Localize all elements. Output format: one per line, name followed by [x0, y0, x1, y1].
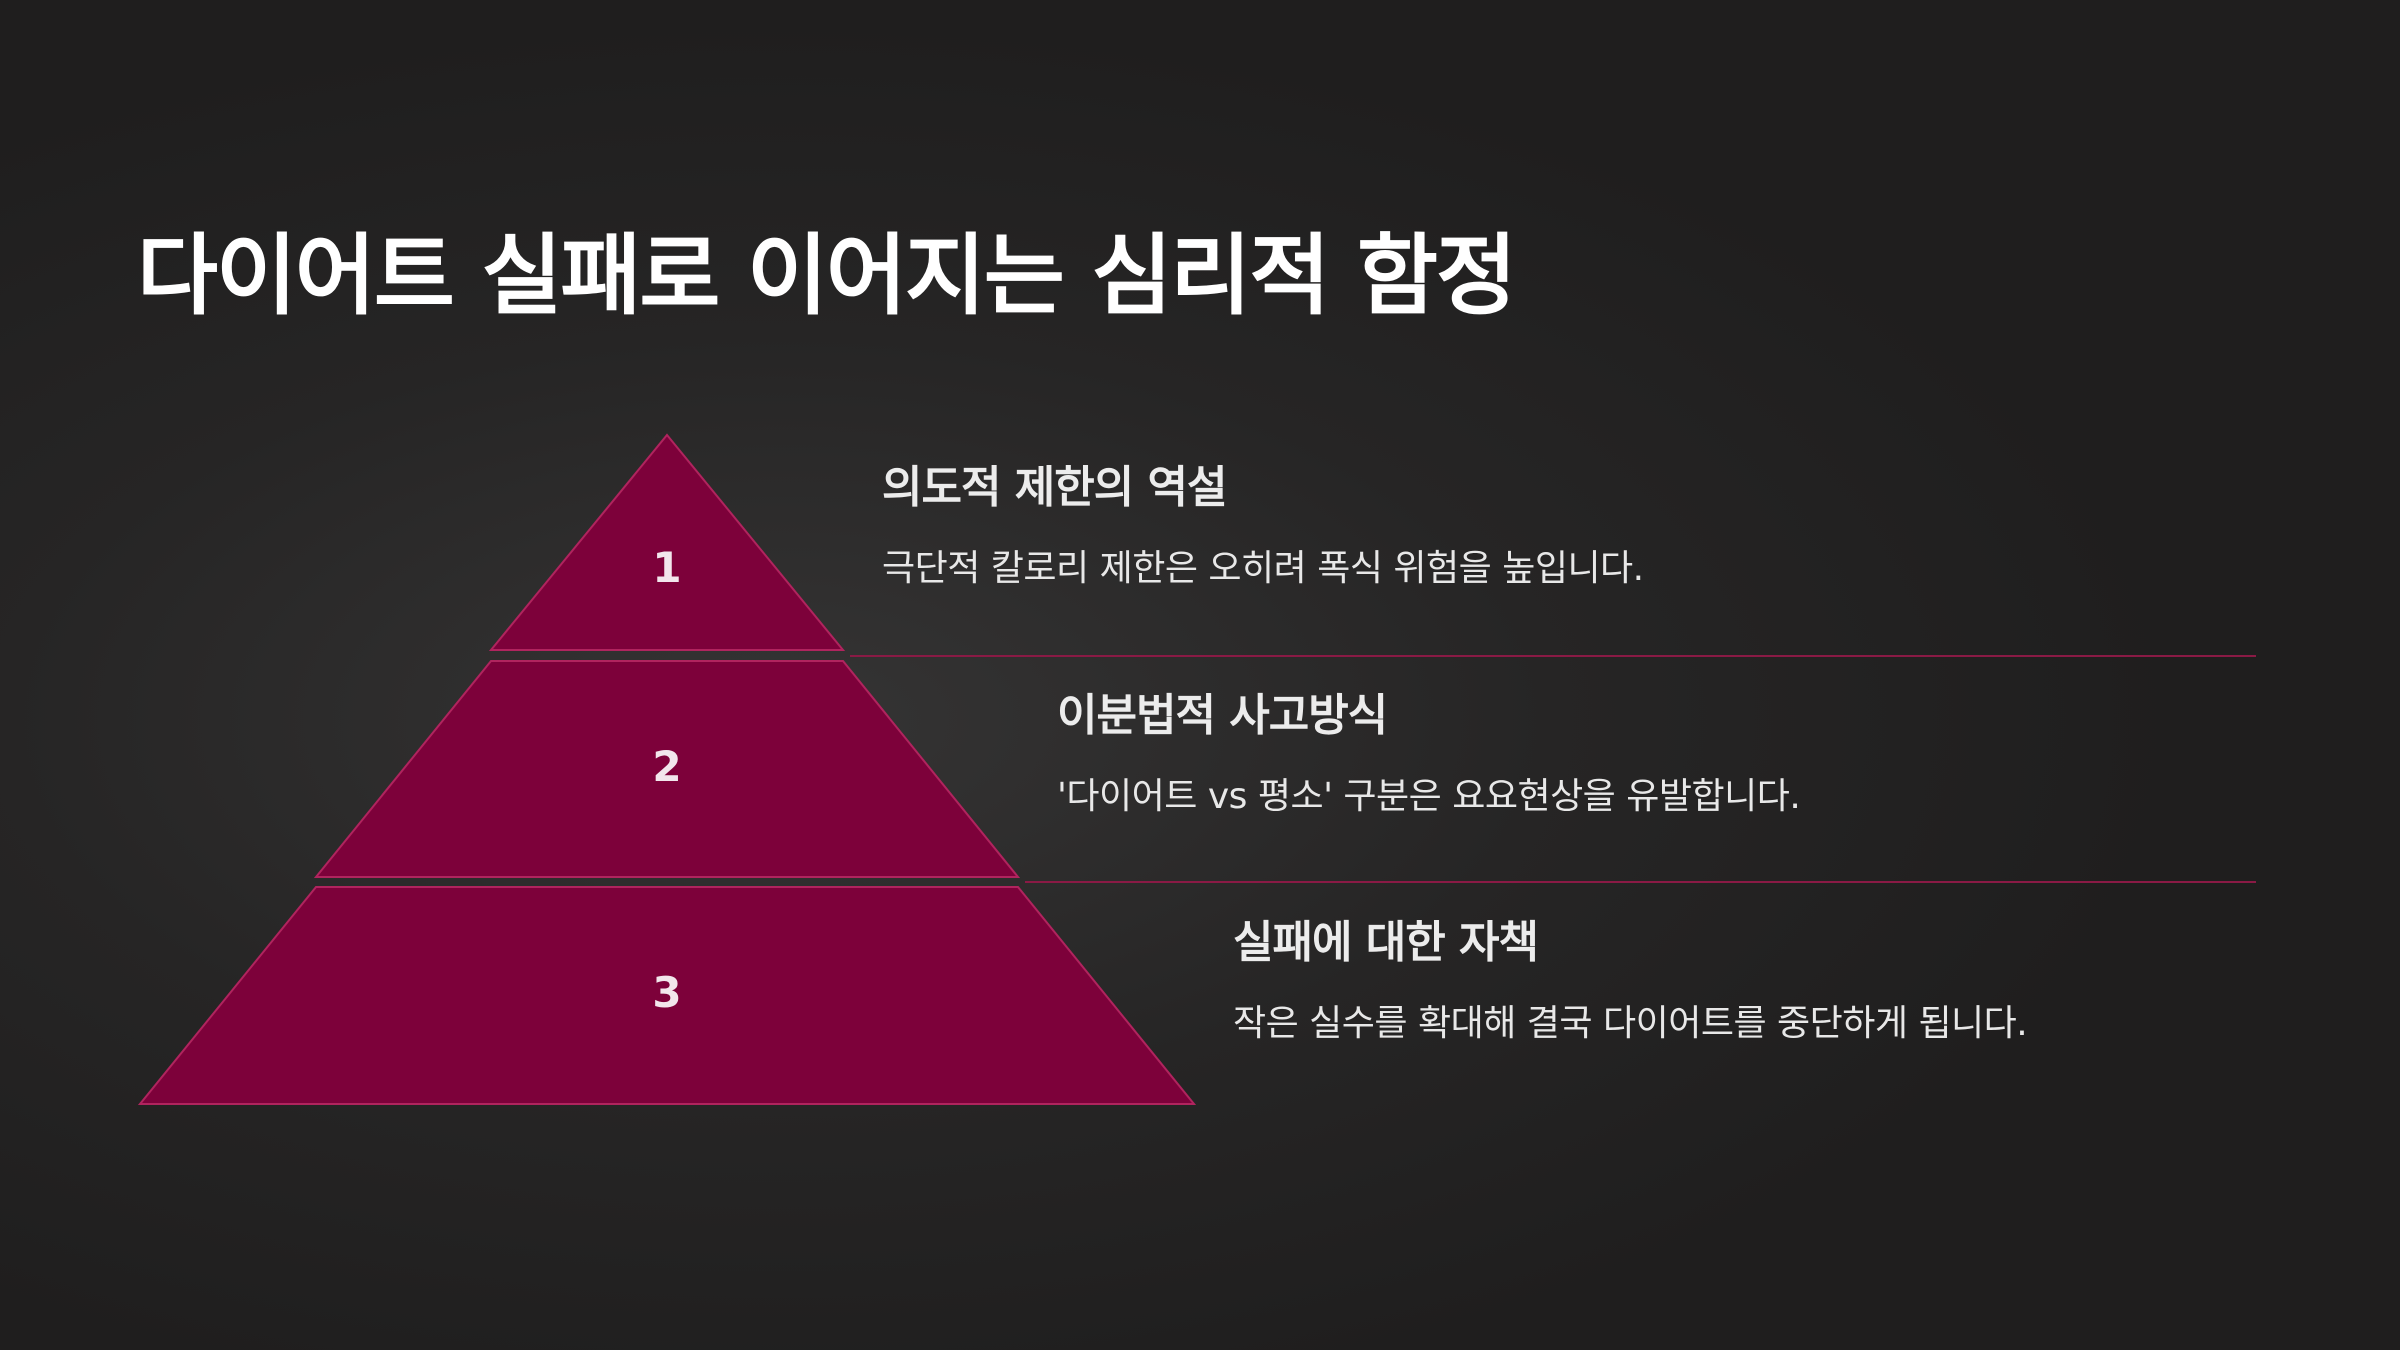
tier-title-2: 이분법적 사고방식: [1057, 690, 1388, 741]
tier-description-3: 작은 실수를 확대해 결국 다이어트를 중단하게 됩니다.: [1233, 1002, 2028, 1044]
page-title: 다이어트 실패로 이어지는 심리적 함정: [137, 224, 1517, 327]
pyramid-tier-1: [488, 433, 846, 651]
tier-item-3: 실패에 대한 자책 작은 실수를 확대해 결국 다이어트를 중단하게 됩니다.: [1233, 917, 2028, 1045]
tier-item-2: 이분법적 사고방식 '다이어트 vs 평소' 구분은 요요현상을 유발합니다.: [1057, 690, 1801, 818]
pyramid-tier-2: [313, 660, 1021, 878]
tier-number-1: 1: [652, 543, 681, 592]
tier-number-3: 3: [652, 968, 681, 1017]
tier-description-2: '다이어트 vs 평소' 구분은 요요현상을 유발합니다.: [1057, 775, 1801, 817]
tier-description-1: 극단적 칼로리 제한은 오히려 폭식 위험을 높입니다.: [882, 547, 1644, 589]
tier-title-3: 실패에 대한 자책: [1233, 917, 1539, 968]
pyramid-tier-3: [137, 886, 1197, 1105]
tier-number-2: 2: [652, 742, 681, 791]
tier-title-1: 의도적 제한의 역설: [882, 462, 1227, 513]
tier-item-1: 의도적 제한의 역설 극단적 칼로리 제한은 오히려 폭식 위험을 높입니다.: [882, 462, 1644, 590]
